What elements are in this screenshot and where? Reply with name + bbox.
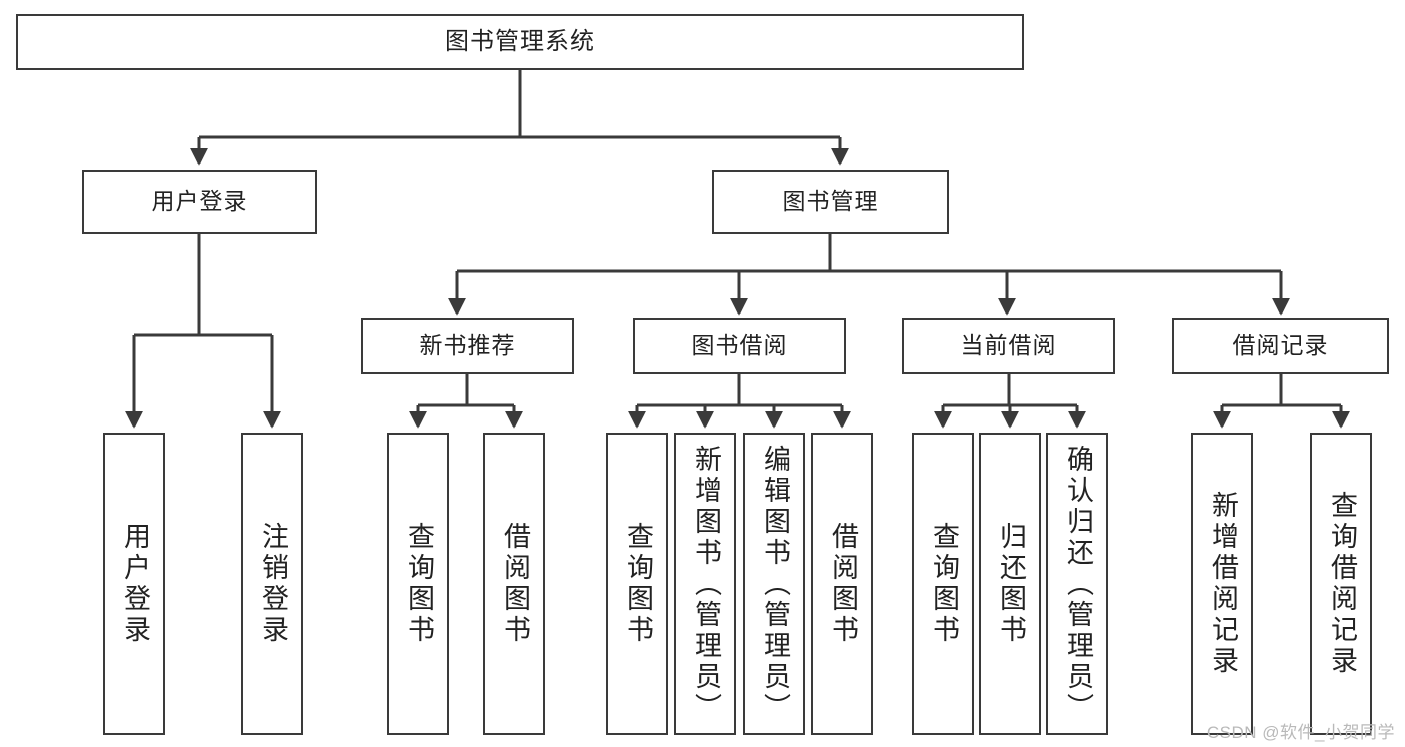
node-leaf-add-book[interactable]: 新增图书（管理员） xyxy=(674,433,736,735)
node-leaf-add-borrow-record[interactable]: 新增借阅记录 xyxy=(1191,433,1253,735)
node-leaf-user-login[interactable]: 用户登录 xyxy=(103,433,165,735)
node-leaf-return-book[interactable]: 归还图书 xyxy=(979,433,1041,735)
watermark-label: CSDN @软件_小贺同学 xyxy=(1206,723,1395,742)
node-current-borrow[interactable]: 当前借阅 xyxy=(902,318,1115,374)
node-leaf-confirm-return[interactable]: 确认归还（管理员） xyxy=(1046,433,1108,735)
node-leaf-query-book-3[interactable]: 查询图书 xyxy=(912,433,974,735)
node-book-borrow[interactable]: 图书借阅 xyxy=(633,318,846,374)
node-book-management[interactable]: 图书管理 xyxy=(712,170,949,234)
node-leaf-logout-login[interactable]: 注销登录 xyxy=(241,433,303,735)
node-borrow-record[interactable]: 借阅记录 xyxy=(1172,318,1389,374)
node-leaf-edit-book[interactable]: 编辑图书（管理员） xyxy=(743,433,805,735)
node-leaf-borrow-book-1[interactable]: 借阅图书 xyxy=(483,433,545,735)
node-leaf-query-book-2[interactable]: 查询图书 xyxy=(606,433,668,735)
node-new-book-recommend[interactable]: 新书推荐 xyxy=(361,318,574,374)
node-leaf-query-book-1[interactable]: 查询图书 xyxy=(387,433,449,735)
node-leaf-query-borrow-record[interactable]: 查询借阅记录 xyxy=(1310,433,1372,735)
node-user-login[interactable]: 用户登录 xyxy=(82,170,317,234)
node-root-system[interactable]: 图书管理系统 xyxy=(16,14,1024,70)
node-leaf-borrow-book-2[interactable]: 借阅图书 xyxy=(811,433,873,735)
